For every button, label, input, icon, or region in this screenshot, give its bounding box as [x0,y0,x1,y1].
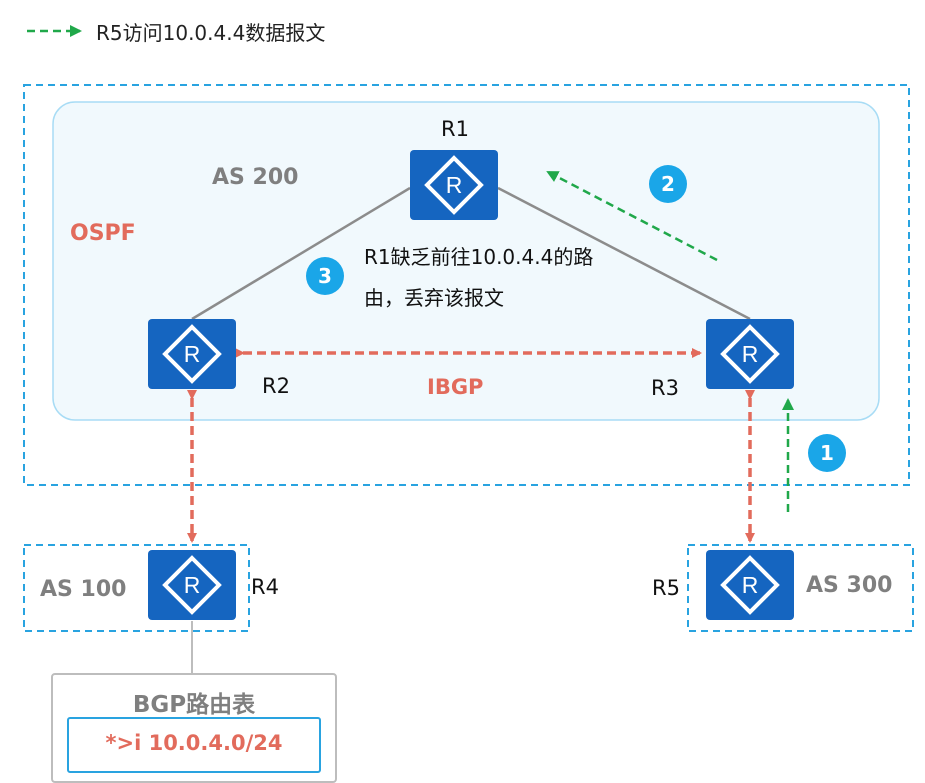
svg-text:R: R [742,572,759,598]
legend-label: R5访问10.0.4.4数据报文 [96,21,326,45]
router-r1-name: R1 [441,117,469,141]
router-r3[interactable]: R [706,319,794,389]
packet-arrow-r3-to-r1 [546,170,718,262]
bgp-table-title: BGP路由表 [132,692,256,718]
router-icon: R [162,324,222,384]
ospf-label: OSPF [70,221,136,246]
svg-text:R: R [742,341,759,367]
router-r1[interactable]: R [410,150,498,220]
router-icon: R [424,155,484,215]
as300-boundary [687,544,914,632]
svg-text:R: R [446,172,463,198]
router-r5[interactable]: R [706,550,794,620]
step-badge-2: 2 [649,165,687,203]
bgp-table: BGP路由表 *>i 10.0.4.0/24 [51,673,337,783]
svg-text:R: R [184,341,201,367]
as100-label: AS 100 [40,577,127,602]
svg-text:R: R [184,572,201,598]
ibgp-label: IBGP [427,375,484,399]
router-r4[interactable]: R [148,550,236,620]
link-r1-r2 [191,186,411,321]
router-r2-name: R2 [262,374,290,398]
router-r3-name: R3 [651,376,679,400]
router-r5-name: R5 [652,576,680,600]
drop-note-line2: 由，丢弃该报文 [364,286,504,310]
link-r1-r3 [497,186,751,321]
as100-boundary [23,544,250,632]
as200-boundary [23,84,910,486]
drop-note-line1: R1缺乏前往10.0.4.4的路 [364,245,594,269]
as200-label: AS 200 [212,165,299,190]
bgp-table-entry-box: *>i 10.0.4.0/24 [67,717,321,773]
router-icon: R [720,555,780,615]
bgp-table-entry: *>i 10.0.4.0/24 [105,731,283,755]
router-icon: R [162,555,222,615]
router-r4-name: R4 [251,575,279,599]
step-badge-3: 3 [306,257,344,295]
router-icon: R [720,324,780,384]
as300-label: AS 300 [806,573,893,598]
router-r2[interactable]: R [148,319,236,389]
step-badge-1: 1 [808,434,846,472]
